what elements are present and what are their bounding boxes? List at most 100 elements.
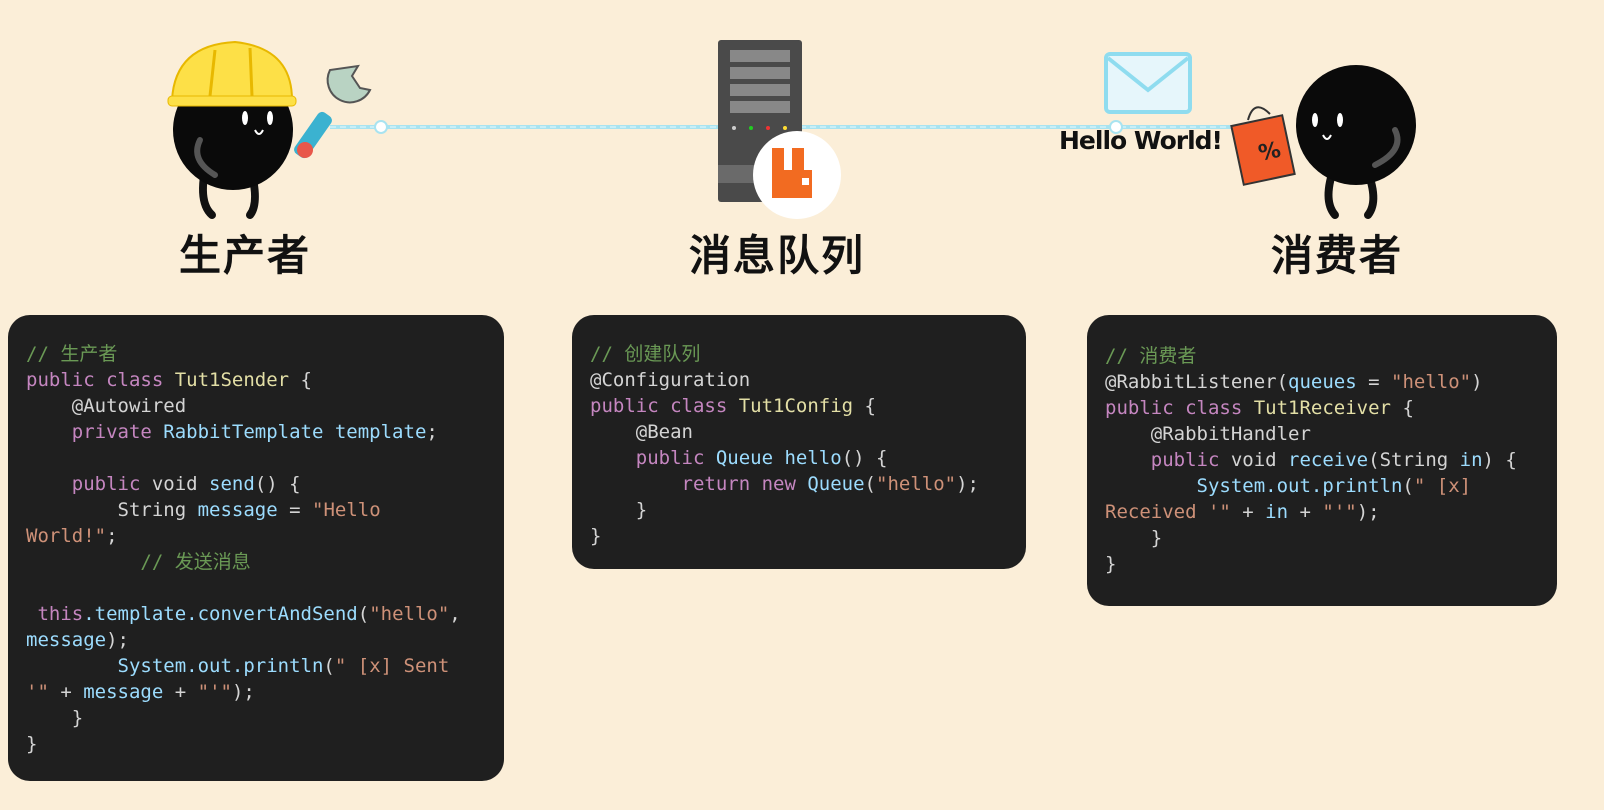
code-token: receive	[1288, 449, 1369, 471]
code-token: Queue hello	[715, 447, 842, 469]
code-token: (	[864, 473, 876, 495]
code-token: this	[26, 603, 84, 625]
code-line: }	[1105, 525, 1539, 551]
code-token: =	[277, 499, 312, 521]
code-line: // 发送消息	[26, 549, 486, 575]
consumer-figure-icon: %	[1230, 65, 1416, 219]
code-token: @RabbitHandler	[1105, 423, 1311, 445]
code-token: queues	[1288, 371, 1357, 393]
code-token: =	[1356, 371, 1391, 393]
code-token: @Configuration	[590, 369, 751, 391]
code-line: @RabbitHandler	[1105, 421, 1539, 447]
code-line: public void receive(String in) {	[1105, 447, 1539, 473]
code-token: Received '"	[1105, 501, 1231, 523]
code-line: @Bean	[590, 419, 1008, 445]
code-token: .template.convertAndSend	[83, 603, 358, 625]
code-token: // 发送消息	[26, 551, 251, 573]
code-token: "'"	[197, 681, 232, 703]
code-token: RabbitTemplate template	[163, 421, 427, 443]
code-token: "'"	[1322, 501, 1357, 523]
code-token: ;	[426, 421, 438, 443]
code-token: "hello"	[369, 603, 450, 625]
code-token: (	[323, 655, 335, 677]
producer-figure-icon	[167, 40, 372, 219]
code-token: void	[151, 473, 210, 495]
code-token: " [x]	[1413, 475, 1472, 497]
code-token: );	[231, 681, 255, 703]
code-line: }	[1105, 551, 1539, 577]
code-line: }	[26, 705, 486, 731]
code-token: in	[1265, 501, 1289, 523]
code-token: message	[83, 681, 164, 703]
svg-text:%: %	[1256, 138, 1283, 167]
consumer-title: 消费者	[1270, 231, 1404, 280]
code-line: @RabbitListener(queues = "hello")	[1105, 369, 1539, 395]
code-token: );	[956, 473, 979, 495]
code-token: void	[1230, 449, 1289, 471]
code-token: {	[1391, 397, 1414, 419]
code-token: +	[48, 681, 84, 703]
envelope-icon	[1104, 52, 1192, 114]
producer-title: 生产者	[178, 231, 312, 280]
code-line: public class Tut1Receiver {	[1105, 395, 1539, 421]
code-token: }	[26, 707, 84, 729]
code-line: System.out.println(" [x] Sent	[26, 653, 486, 679]
code-token: }	[26, 733, 38, 755]
code-line: // 消费者	[1105, 343, 1539, 369]
flow-illustration: %	[167, 40, 1416, 219]
code-token: {	[853, 395, 876, 417]
code-token: );	[106, 629, 129, 651]
code-line: // 生产者	[26, 341, 486, 367]
code-token: {	[289, 369, 312, 391]
code-token: message	[26, 629, 107, 651]
code-token: // 生产者	[26, 343, 118, 365]
code-line: @Configuration	[590, 367, 1008, 393]
consumer-code-block: // 消费者@RabbitListener(queues = "hello")p…	[1087, 315, 1557, 606]
code-token: (String	[1368, 449, 1460, 471]
code-token: send	[209, 473, 255, 495]
code-line: }	[590, 523, 1008, 549]
code-line: public class Tut1Sender {	[26, 367, 486, 393]
code-token: "Hello	[312, 499, 381, 521]
code-token: +	[1288, 501, 1323, 523]
code-token: @Autowired	[26, 395, 187, 417]
code-line: @Autowired	[26, 393, 486, 419]
code-token: +	[1230, 501, 1266, 523]
code-line: World!";	[26, 523, 486, 549]
code-line: this.template.convertAndSend("hello",	[26, 601, 486, 627]
code-line: public Queue hello() {	[590, 445, 1008, 471]
code-token: in	[1459, 449, 1483, 471]
code-token: " [x] Sent	[334, 655, 450, 677]
code-token: "hello"	[1391, 371, 1472, 393]
code-line: public class Tut1Config {	[590, 393, 1008, 419]
flow-node	[1109, 120, 1123, 134]
code-token: private	[26, 421, 164, 443]
code-token: message	[197, 499, 278, 521]
code-token: Tut1Config	[738, 395, 854, 417]
code-token: Queue	[807, 473, 865, 495]
code-line: }	[26, 731, 486, 757]
server-icon	[718, 40, 841, 219]
code-line: return new Queue("hello");	[590, 471, 1008, 497]
code-token: public	[26, 473, 152, 495]
code-token: }	[1105, 527, 1163, 549]
code-token: public	[1105, 449, 1231, 471]
code-token: (	[357, 603, 370, 625]
shopping-bag-icon: %	[1230, 106, 1296, 186]
code-token: () {	[841, 447, 888, 469]
code-token: public class	[1105, 397, 1254, 419]
code-line: message);	[26, 627, 486, 653]
code-token: public	[590, 447, 716, 469]
code-token: // 创建队列	[590, 343, 701, 365]
code-token: +	[163, 681, 198, 703]
code-line: System.out.println(" [x]	[1105, 473, 1539, 499]
code-token: "hello"	[876, 473, 957, 495]
code-token: ,	[449, 603, 461, 625]
code-token: () {	[254, 473, 301, 495]
code-line	[26, 445, 486, 471]
code-token: World!"	[26, 525, 107, 547]
code-token: public class	[590, 395, 739, 417]
code-token: );	[1356, 501, 1380, 523]
